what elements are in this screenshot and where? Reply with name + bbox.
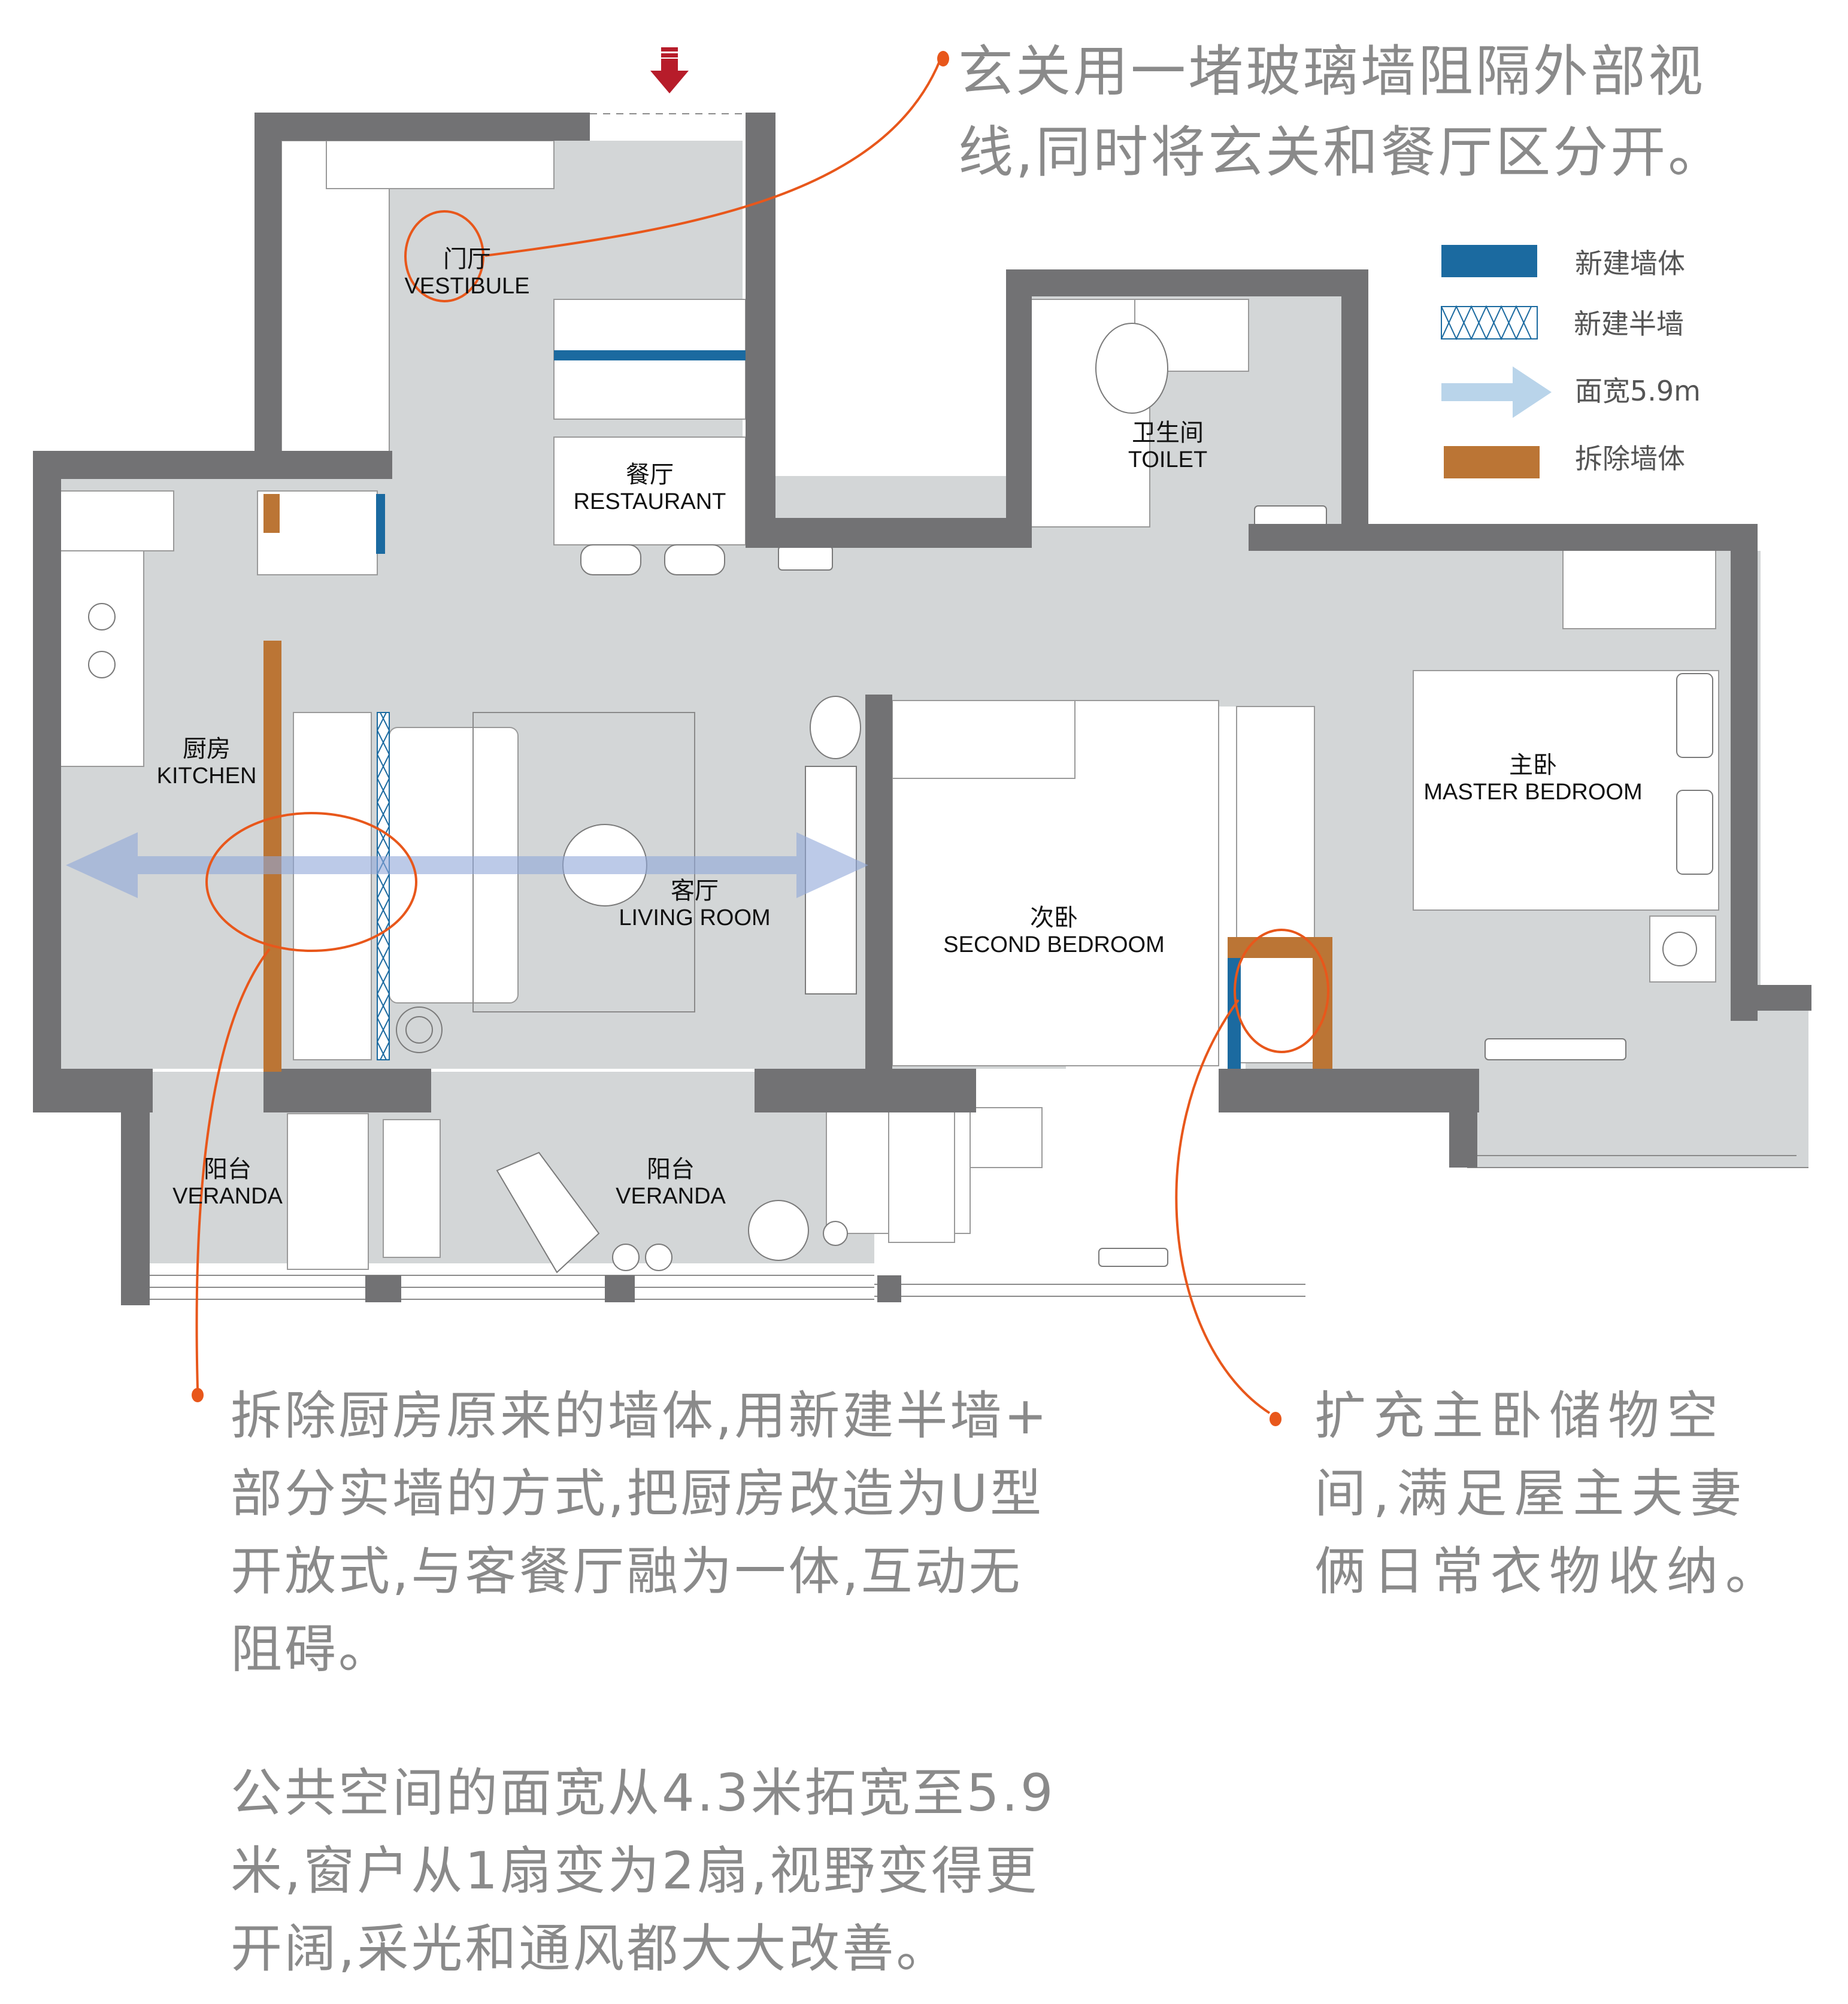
legend-swatch-new-wall [1441,245,1537,277]
callout-circle-storage [1234,929,1329,1053]
room-label-veranda-right: 阳台 VERANDA [616,1156,726,1209]
callout-circle-kitchen [205,812,417,952]
legend-label-new-wall: 新建墙体 [1575,247,1685,280]
walls [33,113,1811,1305]
callout-leader-storage [1175,999,1271,1414]
width-double-arrow [66,832,868,898]
annotation-vestibule: 玄关用一堵玻璃墙阻隔外部视 线,同时将玄关和餐厅区分开。 [958,40,1726,184]
armchair [496,1151,600,1274]
room-label-restaurant: 餐厅 RESTAURANT [573,462,726,514]
callout-dots [192,51,1282,1426]
toilet-bowl [1095,323,1168,414]
room-label-veranda-left: 阳台 VERANDA [172,1156,283,1209]
room-label-living-room: 客厅 LIVING ROOM [619,878,771,930]
legend-label-new-half-wall: 新建半墙 [1574,308,1684,340]
legend [1441,245,1552,478]
radiators [778,505,1626,1267]
annotation-storage: 扩充主卧储物空 间,满足屋主夫妻 俩日常衣物收纳。 [1314,1386,1784,1602]
room-label-second-bedroom: 次卧 SECOND BEDROOM [943,905,1165,957]
room-label-toilet: 卫生间 TOILET [1128,420,1208,472]
room-label-vestibule: 门厅 VESTIBULE [404,246,530,299]
legend-swatch-removed-wall [1444,446,1540,478]
entrance-arrow-icon [650,47,689,93]
legend-label-removed-wall: 拆除墙体 [1575,442,1685,475]
callout-leader-vestibule [484,59,941,257]
callout-leader-kitchen [195,948,271,1390]
legend-swatch-width-arrow [1441,366,1552,418]
legend-swatch-new-half-wall [1441,306,1538,339]
room-label-kitchen: 厨房 KITCHEN [156,736,257,789]
callout-circle-vestibule [404,210,484,302]
annotation-kitchen: 拆除厨房原来的墙体,用新建半墙+ 部分实墙的方式,把厨房改造为U型 开放式,与客… [231,1386,1050,1679]
legend-label-width: 面宽5.9m [1575,375,1701,407]
room-label-master-bedroom: 主卧 MASTER BEDROOM [1423,752,1643,805]
new-half-wall-hatch [377,713,389,1060]
callouts [195,59,1329,1414]
annotation-width: 公共空间的面宽从4.3米拓宽至5.9 米,窗户从1扇变为2扇,视野变得更 开阔,… [231,1763,1056,1979]
